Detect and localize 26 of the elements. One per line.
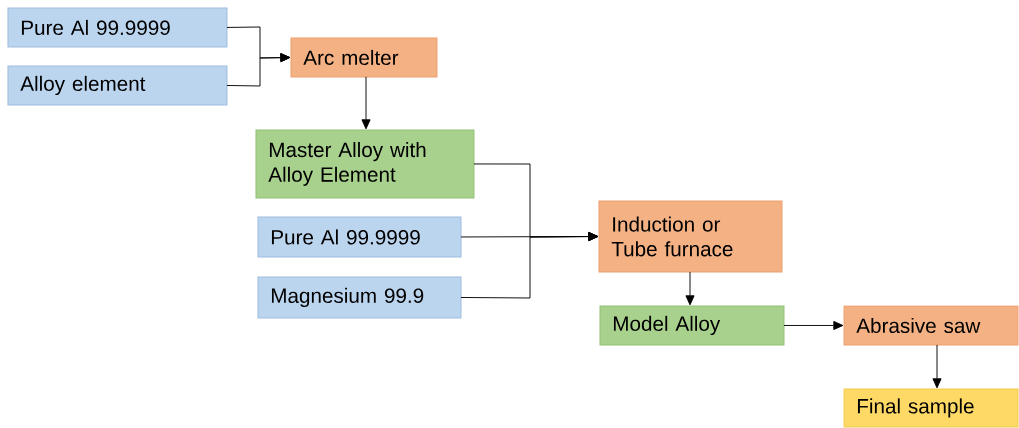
product-box xyxy=(255,129,475,199)
box-label: Model Alloy xyxy=(613,315,721,336)
material-box xyxy=(7,65,228,106)
box-label: Induction or Tube furnace xyxy=(611,216,733,257)
box-label: Pure Al 99.9999 xyxy=(271,229,420,245)
process-box xyxy=(290,37,438,78)
box-label: Abrasive saw xyxy=(856,317,981,334)
material-box xyxy=(257,276,462,319)
process-box xyxy=(843,305,1019,346)
arrow xyxy=(783,320,844,330)
arrow xyxy=(226,53,291,87)
box-label: Magnesium 99.9 xyxy=(271,287,424,308)
box-label: Alloy element xyxy=(20,75,146,96)
product-box xyxy=(599,305,785,346)
arrow xyxy=(932,344,942,389)
arrow xyxy=(685,271,695,306)
box-label: Pure Al 99.9999 xyxy=(21,19,170,36)
box-label: Arc melter xyxy=(303,49,399,66)
box-label: Master Alloy with Alloy Element xyxy=(268,142,426,186)
arrow xyxy=(460,232,599,299)
box-label: Final sample xyxy=(858,398,974,418)
arrow xyxy=(361,76,371,130)
material-box xyxy=(257,216,462,258)
result-box xyxy=(843,388,1019,428)
process-box xyxy=(598,200,783,273)
material-box xyxy=(7,7,228,48)
